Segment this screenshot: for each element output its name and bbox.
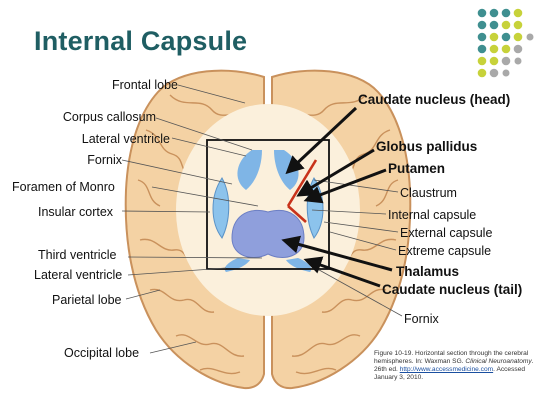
slide-title: Internal Capsule bbox=[34, 26, 248, 56]
caption-url-link[interactable]: http://www.accessmedicine.com bbox=[399, 366, 494, 373]
label-extreme-capsule: Extreme capsule bbox=[398, 244, 492, 258]
white-matter bbox=[176, 104, 360, 316]
label-lateral-ventricle-top: Lateral ventricle bbox=[81, 132, 170, 146]
thalamus bbox=[231, 210, 305, 258]
putamen-left bbox=[212, 177, 230, 239]
label-claustrum: Claustrum bbox=[400, 186, 457, 200]
label-external-capsule: External capsule bbox=[400, 226, 493, 240]
label-fornix-left: Fornix bbox=[87, 153, 122, 167]
label-foramen-of-monro: Foramen of Monro bbox=[12, 180, 115, 194]
label-caudate-head: Caudate nucleus (head) bbox=[358, 92, 511, 107]
dot-grid-dots bbox=[477, 8, 534, 78]
figure-caption: Figure 10-19. Horizontal section through… bbox=[374, 350, 534, 382]
label-third-ventricle: Third ventricle bbox=[38, 248, 117, 262]
label-thalamus: Thalamus bbox=[396, 264, 460, 279]
label-putamen: Putamen bbox=[388, 161, 446, 176]
label-insular-cortex: Insular cortex bbox=[38, 205, 114, 219]
label-internal-capsule: Internal capsule bbox=[388, 208, 477, 222]
decorative-dot-grid bbox=[477, 8, 534, 78]
leader-lines bbox=[121, 84, 403, 354]
label-corpus-callosum: Corpus callosum bbox=[62, 110, 156, 124]
pointer-arrows bbox=[281, 106, 393, 288]
detail-frame bbox=[206, 139, 330, 270]
lateral-ventricle-anterior-left bbox=[237, 150, 262, 190]
label-frontal-lobe: Frontal lobe bbox=[111, 78, 178, 92]
label-fornix-right: Fornix bbox=[404, 312, 439, 326]
label-occipital-lobe: Occipital lobe bbox=[64, 346, 140, 360]
caption-edition: . 26th ed. bbox=[374, 358, 534, 373]
label-lateral-ventricle-bottom: Lateral ventricle bbox=[34, 268, 123, 282]
caption-journal: Clinical Neuroanatomy bbox=[465, 358, 532, 365]
label-globus-pallidus: Globus pallidus bbox=[376, 139, 478, 154]
label-parietal-lobe: Parietal lobe bbox=[52, 293, 122, 307]
caption-line: Figure 10-19. Horizontal section through… bbox=[374, 350, 529, 365]
caption-accessed: . Accessed January 3, 2010. bbox=[374, 366, 526, 381]
label-caudate-tail: Caudate nucleus (tail) bbox=[382, 282, 523, 297]
